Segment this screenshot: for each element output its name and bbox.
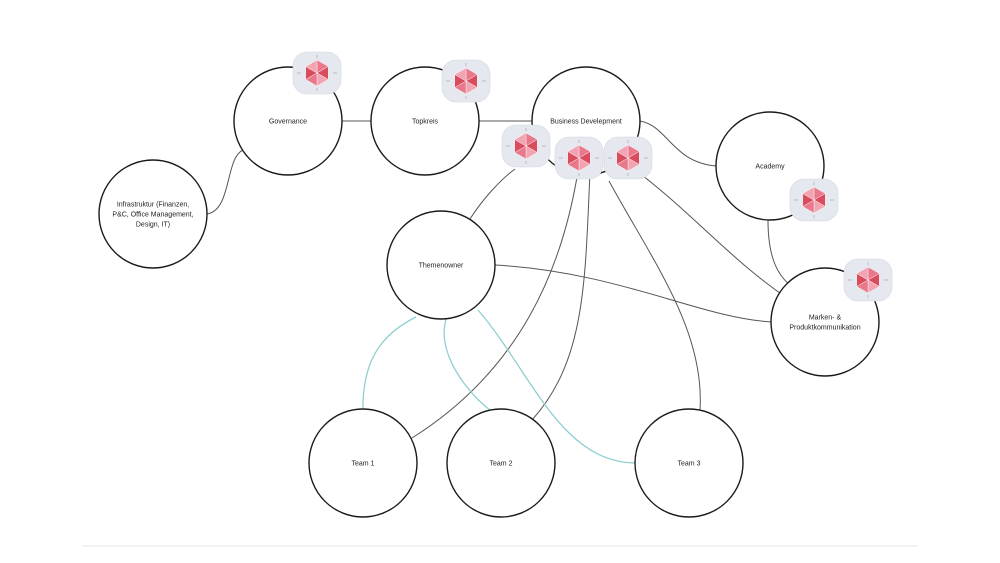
badge-academy[interactable]	[789, 178, 839, 222]
connector-badge-business-1-to-themenowner	[469, 168, 516, 220]
node-label: Team 3	[678, 461, 701, 468]
node-circle	[386, 210, 496, 320]
badge-governance[interactable]	[292, 51, 342, 95]
node-label: Themenowner	[419, 263, 464, 270]
badge-marken[interactable]	[843, 258, 893, 302]
node-label: P&C, Office Management,	[112, 212, 193, 219]
connector-business-to-academy	[639, 120, 717, 167]
node-circle	[446, 408, 556, 518]
node-circle	[308, 408, 418, 518]
badge-business-1[interactable]	[501, 124, 551, 168]
node-label: Marken- &	[809, 315, 842, 322]
connector-themenowner-to-team2	[443, 318, 491, 411]
connector-badge-business-3-to-team3	[608, 180, 701, 411]
connector-badge-business-2-to-team2	[531, 171, 591, 421]
connector-badge-business-3-to-marken	[629, 165, 791, 301]
connector-layer	[206, 120, 791, 464]
hexagon-cube-icon	[794, 182, 834, 218]
node-team2[interactable]: Team 2	[446, 408, 556, 518]
connector-themenowner-to-team3	[477, 309, 636, 464]
hexagon-cube-icon	[506, 128, 546, 164]
node-label: Design, IT)	[136, 222, 170, 229]
node-label: Governance	[269, 119, 307, 126]
node-label: Team 2	[490, 461, 513, 468]
hexagon-cube-icon	[608, 140, 648, 176]
connector-infrastruktur-to-governance	[206, 149, 244, 215]
node-themenowner[interactable]: Themenowner	[386, 210, 496, 320]
node-layer: Governance Topkreis Business DevelepmentAc…	[98, 66, 880, 518]
node-team3[interactable]: Team 3	[634, 408, 744, 518]
node-label: Infrastruktur (Finanzen,	[117, 202, 189, 209]
node-label: Business Develepment	[550, 119, 622, 126]
connector-themenowner-to-team1	[362, 316, 417, 411]
connector-badge-business-2-to-team1	[411, 170, 579, 439]
badge-business-3[interactable]	[603, 136, 653, 180]
badge-layer	[292, 51, 893, 302]
node-team1[interactable]: Team 1	[308, 408, 418, 518]
node-label: Team 1	[352, 461, 375, 468]
node-label: Produktkommunikation	[789, 325, 860, 332]
hexagon-cube-icon	[559, 140, 599, 176]
node-label: Academy	[755, 164, 785, 171]
node-label: Topkreis	[412, 119, 439, 126]
hexagon-cube-icon	[446, 63, 486, 99]
badge-topkreis[interactable]	[441, 59, 491, 103]
node-circle	[634, 408, 744, 518]
badge-business-2[interactable]	[554, 136, 604, 180]
hexagon-cube-icon	[848, 262, 888, 298]
node-circle	[98, 159, 208, 269]
node-infrastruktur[interactable]: Infrastruktur (Finanzen, P&C, Office Mana…	[98, 159, 208, 269]
connector-themenowner-to-marken	[494, 264, 773, 323]
hexagon-cube-icon	[297, 55, 337, 91]
connector-academy-to-marken	[767, 219, 791, 286]
